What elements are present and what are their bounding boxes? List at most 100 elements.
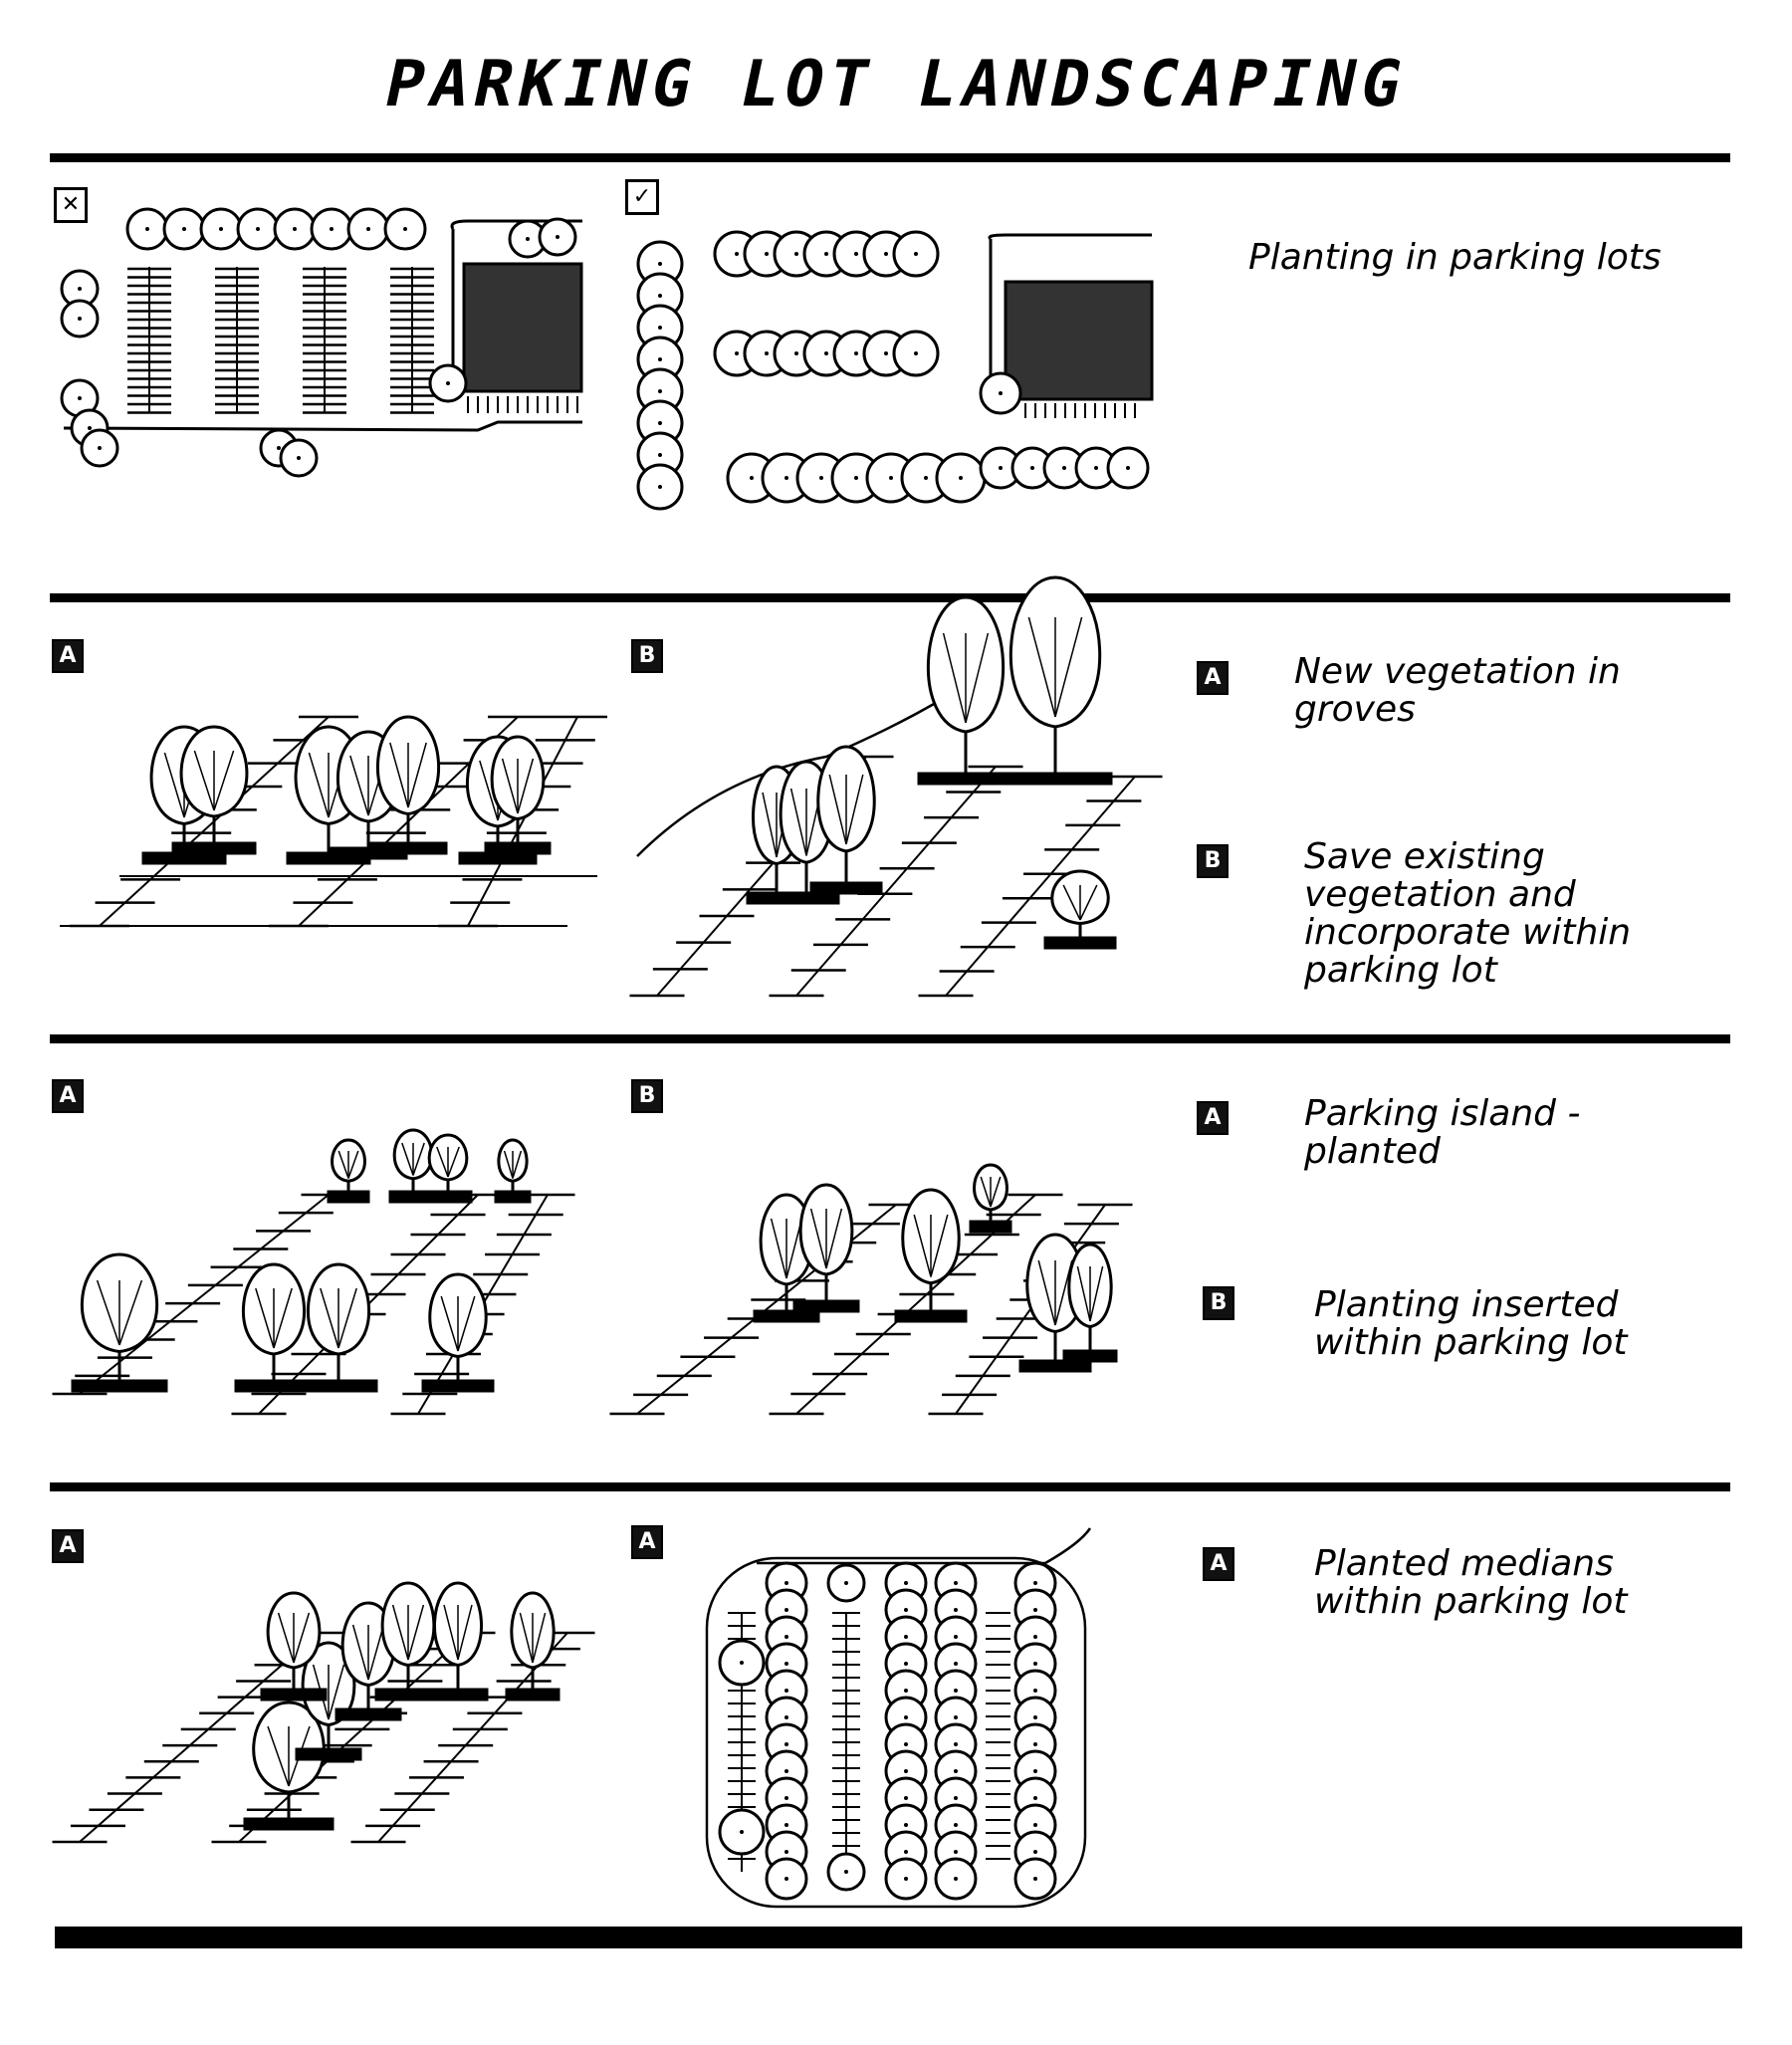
shrub-dot xyxy=(556,235,560,239)
shrub-dot xyxy=(904,1715,908,1719)
shrub-dot xyxy=(765,252,769,256)
shrub-dot xyxy=(784,1662,788,1666)
shrub-dot xyxy=(446,381,450,385)
shrub-dot xyxy=(904,1769,908,1773)
tree-branch xyxy=(501,758,519,814)
tree-branch xyxy=(118,1279,143,1346)
shrub-dot xyxy=(765,351,769,355)
shrub-dot xyxy=(1033,1850,1037,1854)
tree-branch xyxy=(367,1624,385,1681)
tree-branch xyxy=(407,742,427,808)
lot-edge xyxy=(450,219,582,230)
tree-branch xyxy=(337,1287,357,1349)
lot-edge xyxy=(63,420,582,432)
shrub-dot xyxy=(98,446,102,450)
parking-row-line xyxy=(795,766,997,997)
shrub-dot xyxy=(1033,1662,1037,1666)
shrub-dot xyxy=(904,1796,908,1800)
shrub-dot xyxy=(794,351,798,355)
caption-badge-a: A xyxy=(1197,661,1229,695)
shrub-dot xyxy=(904,1877,908,1881)
building-hatched xyxy=(1004,280,1154,401)
tree-branch xyxy=(1089,1265,1104,1322)
shrub-dot xyxy=(1033,1769,1037,1773)
shrub-dot xyxy=(914,252,918,256)
panel-badge-a-plan: A xyxy=(631,1525,663,1559)
tree-branch xyxy=(401,1142,414,1176)
tree-branch xyxy=(965,632,990,724)
shrub-dot xyxy=(658,389,662,393)
shrub-dot xyxy=(889,476,893,480)
shrub-dot xyxy=(784,1769,788,1773)
shrub-dot xyxy=(1062,466,1066,470)
shrub-dot xyxy=(1094,466,1098,470)
shrub-dot xyxy=(145,227,149,231)
section-divider xyxy=(50,1482,1730,1491)
caption-planting-in-parking-lots: Planting in parking lots xyxy=(1248,237,1662,278)
caption-planting-inserted: Planting inserted within parking lot xyxy=(1314,1284,1628,1363)
shrub-dot xyxy=(904,1662,908,1666)
parking-row-line xyxy=(945,776,1136,997)
parking-row-line xyxy=(467,716,578,927)
shrub-dot xyxy=(740,1830,744,1834)
shrub-dot xyxy=(88,426,92,430)
tree-branch xyxy=(1037,1259,1056,1326)
panel-badge-a: A xyxy=(52,1079,84,1113)
tree-branch xyxy=(277,1612,295,1664)
caption-planted-medians: Planted medians within parking lot xyxy=(1314,1543,1628,1622)
shrub-dot xyxy=(784,1823,788,1827)
shrub-dot xyxy=(219,227,223,231)
shrub-dot xyxy=(954,1796,958,1800)
shrub-dot xyxy=(1033,1796,1037,1800)
tree-branch xyxy=(347,1150,359,1179)
shrub-dot xyxy=(954,1689,958,1693)
tree-branch xyxy=(255,1287,275,1349)
tree-branch xyxy=(457,1295,476,1352)
tree-branch xyxy=(990,1176,1002,1208)
building-hatched xyxy=(462,262,583,393)
shrub-dot xyxy=(1033,1635,1037,1639)
shrub-dot xyxy=(526,237,530,241)
shrub-dot xyxy=(658,421,662,425)
tree-branch xyxy=(930,1214,949,1277)
shrub-dot xyxy=(824,252,828,256)
section-divider xyxy=(50,1034,1730,1043)
caption-badge-a: A xyxy=(1197,1101,1229,1135)
tree-branch xyxy=(391,1604,409,1661)
shrub-dot xyxy=(1126,466,1130,470)
shrub-dot xyxy=(884,252,888,256)
tree-branch xyxy=(1076,1265,1091,1322)
shrub-dot xyxy=(794,252,798,256)
shrub-dot xyxy=(277,446,281,450)
tree-branch xyxy=(447,1146,460,1178)
shrub-dot xyxy=(78,287,82,291)
tree-branch xyxy=(213,750,235,811)
tree-branch xyxy=(407,1604,425,1661)
lot-edge xyxy=(757,1527,1092,1565)
shrub-dot xyxy=(784,1689,788,1693)
tree-branch xyxy=(443,1604,459,1661)
shrub-dot xyxy=(854,476,858,480)
tree-branch xyxy=(1062,884,1081,921)
tree-branch xyxy=(532,1612,547,1664)
shrub-dot xyxy=(658,294,662,298)
shrub-dot xyxy=(658,485,662,489)
shrub-dot xyxy=(904,1608,908,1612)
tree-branch xyxy=(845,774,864,845)
shrub-dot xyxy=(819,476,823,480)
shrub-dot xyxy=(884,351,888,355)
shrub-dot xyxy=(999,391,1003,395)
shrub-dot xyxy=(954,1823,958,1827)
caption-badge-b: B xyxy=(1203,1286,1234,1320)
lot-edge xyxy=(988,233,1152,241)
tree-branch xyxy=(980,1176,992,1208)
caption-save-existing-vegetation: Save existing vegetation and incorporate… xyxy=(1304,836,1632,991)
shrub-dot xyxy=(959,476,963,480)
tree-branch xyxy=(519,1612,534,1664)
tree-branch xyxy=(828,774,847,845)
tree-branch xyxy=(503,1150,514,1179)
parking-row-line xyxy=(79,1632,320,1843)
shrub-dot xyxy=(824,351,828,355)
tree-branch xyxy=(479,760,499,821)
